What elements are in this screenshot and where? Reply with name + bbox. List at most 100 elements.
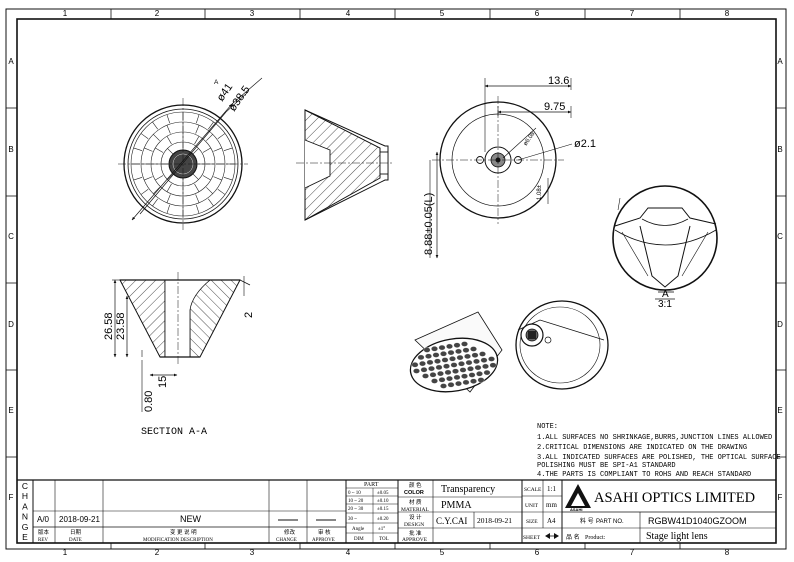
grid-row-label: E	[777, 406, 782, 415]
iso-cell	[473, 358, 480, 365]
tol-range-2: 10 ~ 20	[348, 499, 364, 504]
iso-cell	[479, 351, 486, 357]
change-side-label: CHANGE	[22, 481, 29, 542]
designer: C.Y.CAI	[436, 516, 467, 526]
iso-cell	[423, 347, 431, 353]
cell-divider	[144, 176, 153, 181]
side-view	[296, 109, 394, 221]
grid-column-label: 6	[535, 9, 540, 18]
grid-column-label: 3	[250, 9, 255, 18]
iso-cell	[453, 374, 461, 381]
hdr-change-cn: 修改	[284, 528, 296, 536]
part-no-cn: 料 号	[580, 517, 594, 525]
iso-cell	[413, 368, 420, 374]
iso-view-front	[409, 311, 503, 393]
cell-divider	[166, 204, 170, 214]
iso-cell	[462, 347, 470, 353]
hdr-approve: APPROVE	[312, 538, 335, 543]
iso-cell	[432, 352, 440, 358]
grid-row-label: B	[8, 145, 13, 154]
dim-width-13-6: 13.6	[548, 75, 569, 87]
iso-cell	[440, 351, 447, 357]
detail-view-a	[612, 185, 718, 293]
grid-column-label: 5	[440, 9, 445, 18]
iso-cell	[489, 362, 497, 368]
grid-column-label: 2	[155, 9, 160, 18]
material-label: MATERIAL	[401, 507, 429, 513]
iso-cell	[480, 357, 488, 363]
tol-range-3: 20 ~ 30	[348, 507, 364, 512]
color-label: COLOR	[404, 490, 424, 496]
iso-cell	[447, 382, 455, 388]
cell-divider	[213, 147, 222, 152]
grid-row-label: C	[777, 232, 783, 241]
tol-range-4: 30 ~	[348, 517, 357, 522]
hdr-change: CHANGE	[276, 538, 297, 543]
note-line-2: 2.CRITICAL DIMENSIONS ARE INDICATED ON T…	[537, 444, 747, 452]
dim-diameter-2-1: ø2.1	[574, 138, 596, 150]
iso-cell	[465, 359, 473, 366]
cell-divider	[202, 175, 211, 181]
part-no-label: PART NO.	[596, 519, 624, 525]
tol-angle-label: Angle	[352, 527, 365, 532]
iso-cell	[438, 377, 446, 383]
iso-cell	[483, 369, 491, 376]
iso-cell	[488, 356, 495, 362]
company-name: ASAHI OPTICS LIMITED	[594, 490, 755, 506]
iso-cell	[450, 362, 458, 368]
hdr-date: DATE	[69, 538, 82, 543]
approve-label: APPROVE	[402, 537, 428, 543]
scale-value: 1:1	[547, 485, 556, 493]
iso-cell	[431, 346, 438, 352]
iso-cell	[477, 377, 485, 383]
grid-column-label: 5	[440, 548, 445, 557]
grid-column-label: 1	[63, 548, 68, 557]
rev-value: A/0	[37, 515, 50, 524]
iso-cell	[434, 358, 441, 364]
change-side-letter: H	[22, 491, 28, 501]
iso-cell	[435, 364, 443, 371]
cell-divider	[206, 187, 213, 194]
iso-cell	[458, 361, 465, 367]
iso-cell	[443, 363, 450, 369]
iso-cell	[437, 370, 444, 377]
product-cn: 品 名	[566, 533, 580, 541]
cell-divider	[153, 134, 160, 141]
scale-label: SCALE	[524, 487, 542, 493]
iso-cell	[459, 367, 467, 373]
cell-divider	[140, 133, 149, 139]
iso-cell	[444, 369, 452, 376]
section-view-a-a	[112, 272, 251, 412]
note-line-4: POLISHING MUST BE SPI-A1 STANDARD	[537, 462, 676, 470]
grid-column-label: 8	[725, 548, 730, 557]
iso-cell	[420, 367, 428, 373]
iso-cell	[428, 365, 435, 372]
title-block	[17, 479, 776, 543]
cell-divider	[155, 147, 164, 153]
unit-label: UNIT	[525, 503, 539, 509]
change-side-letter: A	[22, 501, 28, 511]
grid-column-label: 7	[630, 9, 635, 18]
design-date: 2018-09-21	[477, 516, 512, 525]
size-label: SIZE	[526, 519, 538, 525]
iso-cell	[453, 342, 461, 348]
dim-height-26-58: 26.58	[103, 312, 115, 340]
cell-divider	[213, 176, 222, 181]
tolerance-header: PART	[364, 482, 379, 488]
cell-divider	[195, 194, 200, 203]
cell-divider	[196, 114, 200, 124]
grid-column-label: 4	[346, 548, 351, 557]
grid-column-label: 7	[630, 548, 635, 557]
dim-radius-2: 2	[243, 312, 255, 318]
dim-height-8-88: 8.88±0.05(L)	[423, 193, 435, 255]
iso-cell	[468, 372, 476, 378]
iso-cell	[470, 346, 477, 352]
part-number: RGBW41D1040GZOOM	[648, 516, 747, 526]
material-cn: 材 质	[409, 498, 422, 506]
dim-height-0-80: 0.80	[143, 391, 155, 412]
rev-date: 2018-09-21	[59, 515, 100, 524]
section-label: SECTION A-A	[141, 427, 207, 438]
change-side-letter: E	[22, 532, 28, 542]
iso-cell	[464, 353, 471, 360]
